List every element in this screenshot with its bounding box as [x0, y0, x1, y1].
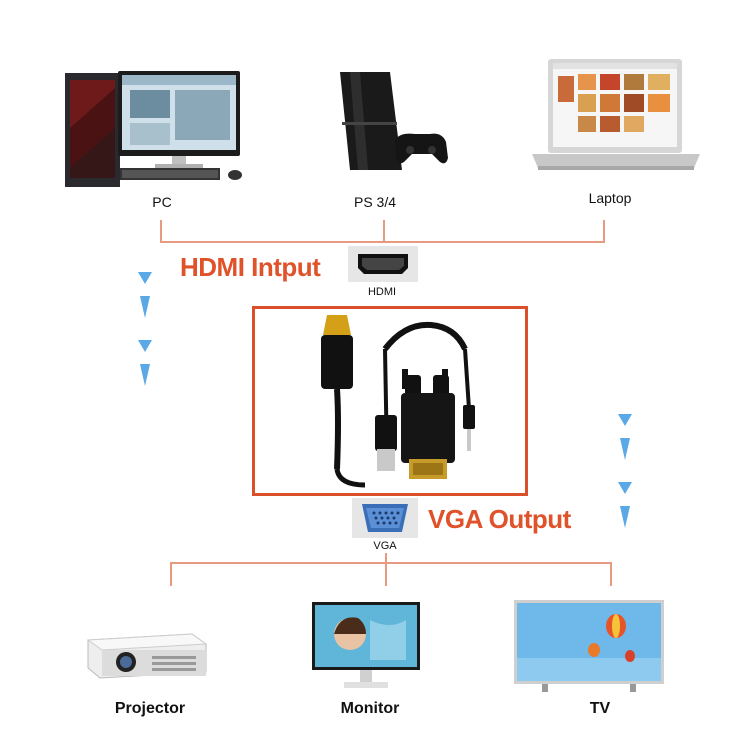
desktop-pc-icon — [65, 71, 242, 187]
bottom-connector-right-drop — [610, 562, 612, 586]
bottom-connector-bar — [170, 562, 612, 564]
vga-port-label: VGA — [373, 540, 397, 552]
laptop-label: Laptop — [588, 190, 632, 206]
monitor-label: Monitor — [340, 700, 400, 717]
vga-port-icon — [352, 498, 418, 538]
bottom-connector-up — [385, 553, 387, 563]
vga-output-title: VGA Output — [428, 504, 571, 534]
tv-label: TV — [589, 700, 611, 717]
hdmi-port — [348, 246, 418, 282]
right-flow-arrows — [610, 410, 640, 532]
projector-device — [82, 628, 212, 684]
top-connector-mid-drop — [383, 220, 385, 242]
laptop-device — [528, 56, 704, 176]
monitor-icon — [312, 602, 420, 688]
ps-label: PS 3/4 — [353, 194, 397, 210]
monitor-device — [310, 600, 422, 692]
hdmi-port-label: HDMI — [367, 286, 397, 298]
top-connector-left-drop — [160, 220, 162, 242]
bottom-connector-left-drop — [170, 562, 172, 586]
down-chevron-icon — [618, 414, 632, 528]
hdmi-to-vga-adapter-icon — [321, 315, 475, 488]
vga-port — [352, 498, 418, 538]
game-console-icon — [340, 72, 448, 170]
tv-icon — [514, 600, 664, 692]
ps-device — [330, 70, 450, 172]
top-connector-right-drop — [603, 220, 605, 242]
top-connector-bar — [160, 241, 605, 243]
bottom-connector-mid-drop — [385, 562, 387, 586]
projector-label: Projector — [114, 700, 186, 717]
tv-device — [512, 598, 666, 694]
hdmi-input-title: HDMI Intput — [180, 252, 321, 282]
down-chevron-icon — [138, 272, 152, 386]
left-flow-arrows — [130, 268, 160, 390]
pc-label: PC — [152, 194, 172, 210]
laptop-icon — [532, 59, 700, 170]
hdmi-port-icon — [348, 246, 418, 282]
product-frame — [252, 306, 528, 496]
pc-device — [60, 68, 260, 190]
projector-icon — [86, 633, 208, 679]
